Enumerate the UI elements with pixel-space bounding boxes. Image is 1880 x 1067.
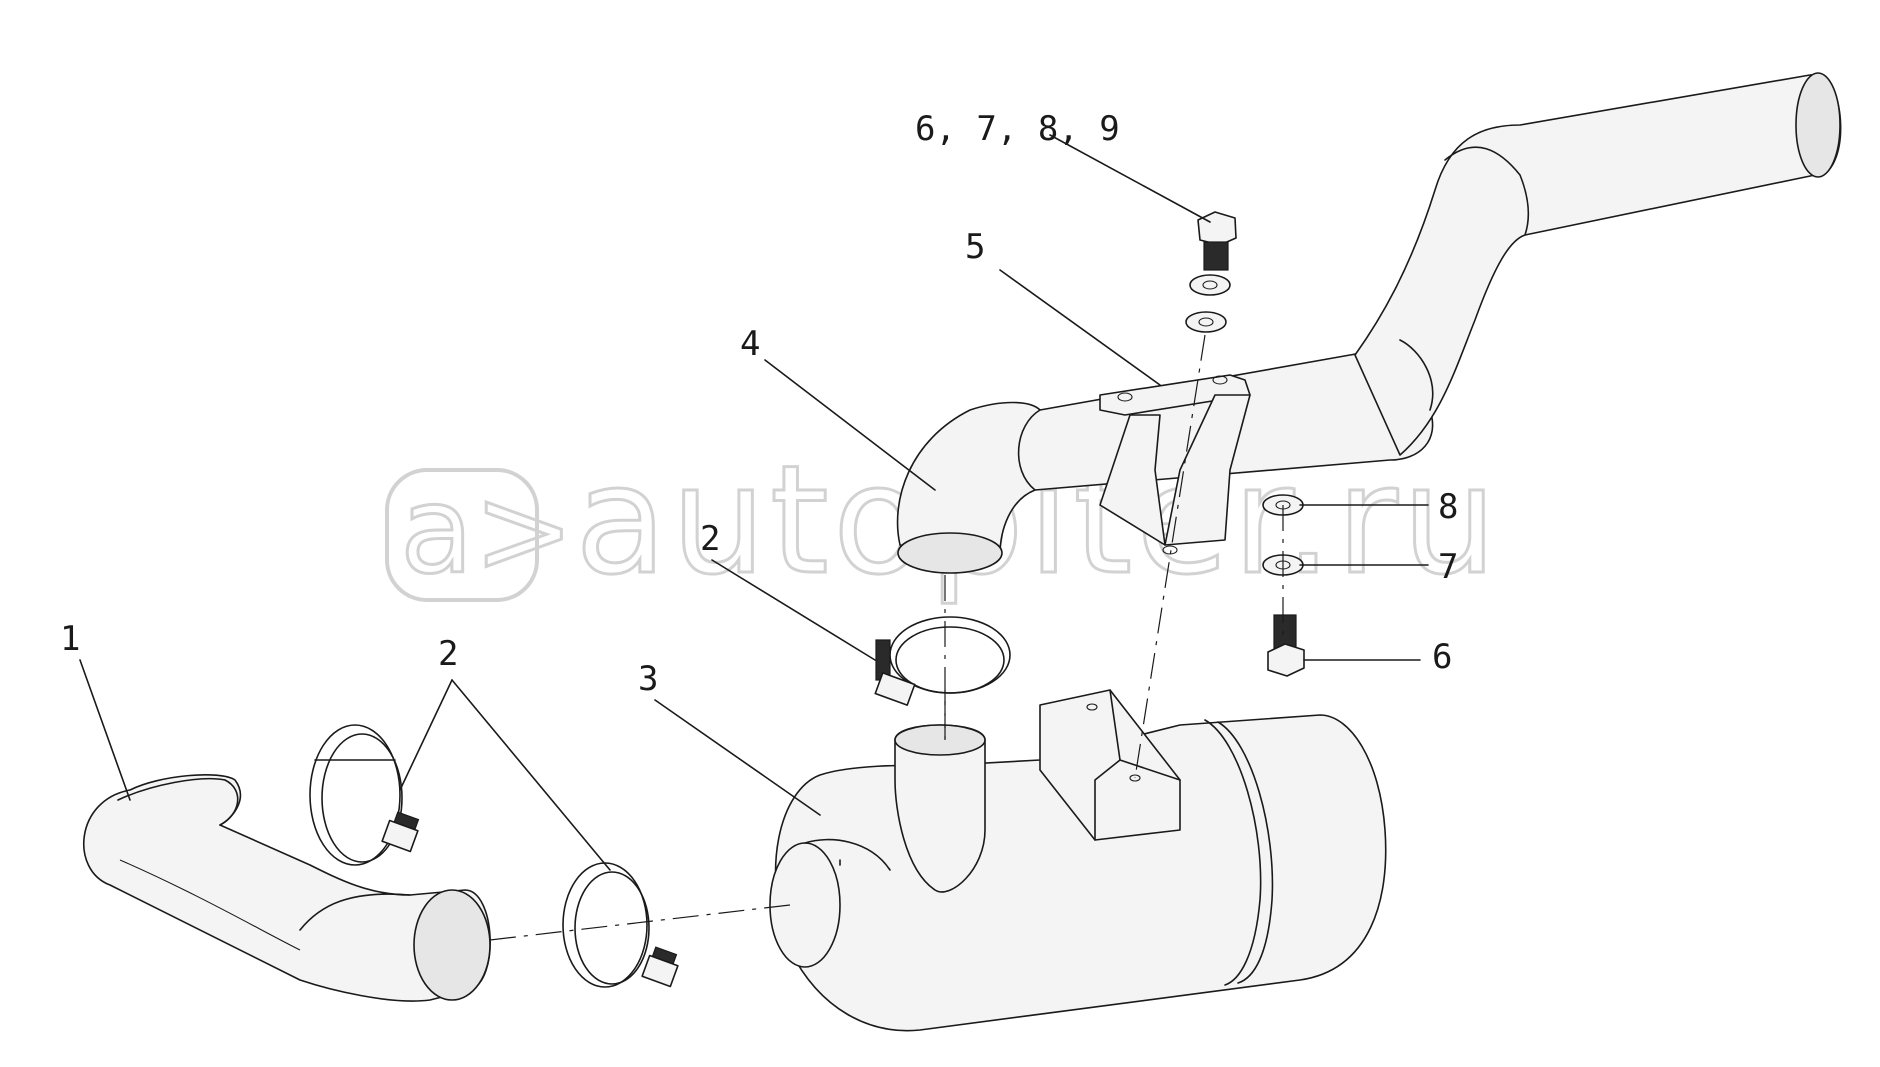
callout-2-upper: 2 xyxy=(700,519,720,559)
callout-4: 4 xyxy=(740,324,760,364)
watermark-logo-frame xyxy=(385,468,539,602)
fastener-bolt-top xyxy=(1197,211,1237,271)
assembly-axis-lines xyxy=(489,334,1284,941)
callout-1: 1 xyxy=(60,619,80,659)
watermark-logo-text: a> xyxy=(400,462,574,601)
fastener-bolt-6 xyxy=(1267,614,1305,677)
washer-upper xyxy=(1189,274,1231,296)
callout-2-left: 2 xyxy=(438,634,458,674)
part-1-hose xyxy=(83,774,491,1002)
callouts: 1 2 3 2 4 5 6, 7, 8, 9 8 7 6 xyxy=(60,109,1458,699)
callout-7: 7 xyxy=(1438,547,1458,587)
callout-8: 8 xyxy=(1438,487,1458,527)
callout-5: 5 xyxy=(965,227,985,267)
part-2-clamp-upper xyxy=(874,616,1011,706)
callout-3: 3 xyxy=(638,659,658,699)
part-2-clamp-lower xyxy=(562,862,679,988)
callout-6-7-8-9: 6, 7, 8, 9 xyxy=(915,109,1120,149)
part-4-intake-pipe xyxy=(896,72,1842,574)
part-3-air-filter xyxy=(769,689,1387,1032)
part-5-bracket xyxy=(1099,374,1251,555)
part-2-clamp-left xyxy=(309,724,420,866)
washer-lower xyxy=(1185,311,1227,333)
leader-lines xyxy=(79,134,1429,871)
callout-6: 6 xyxy=(1432,637,1452,677)
